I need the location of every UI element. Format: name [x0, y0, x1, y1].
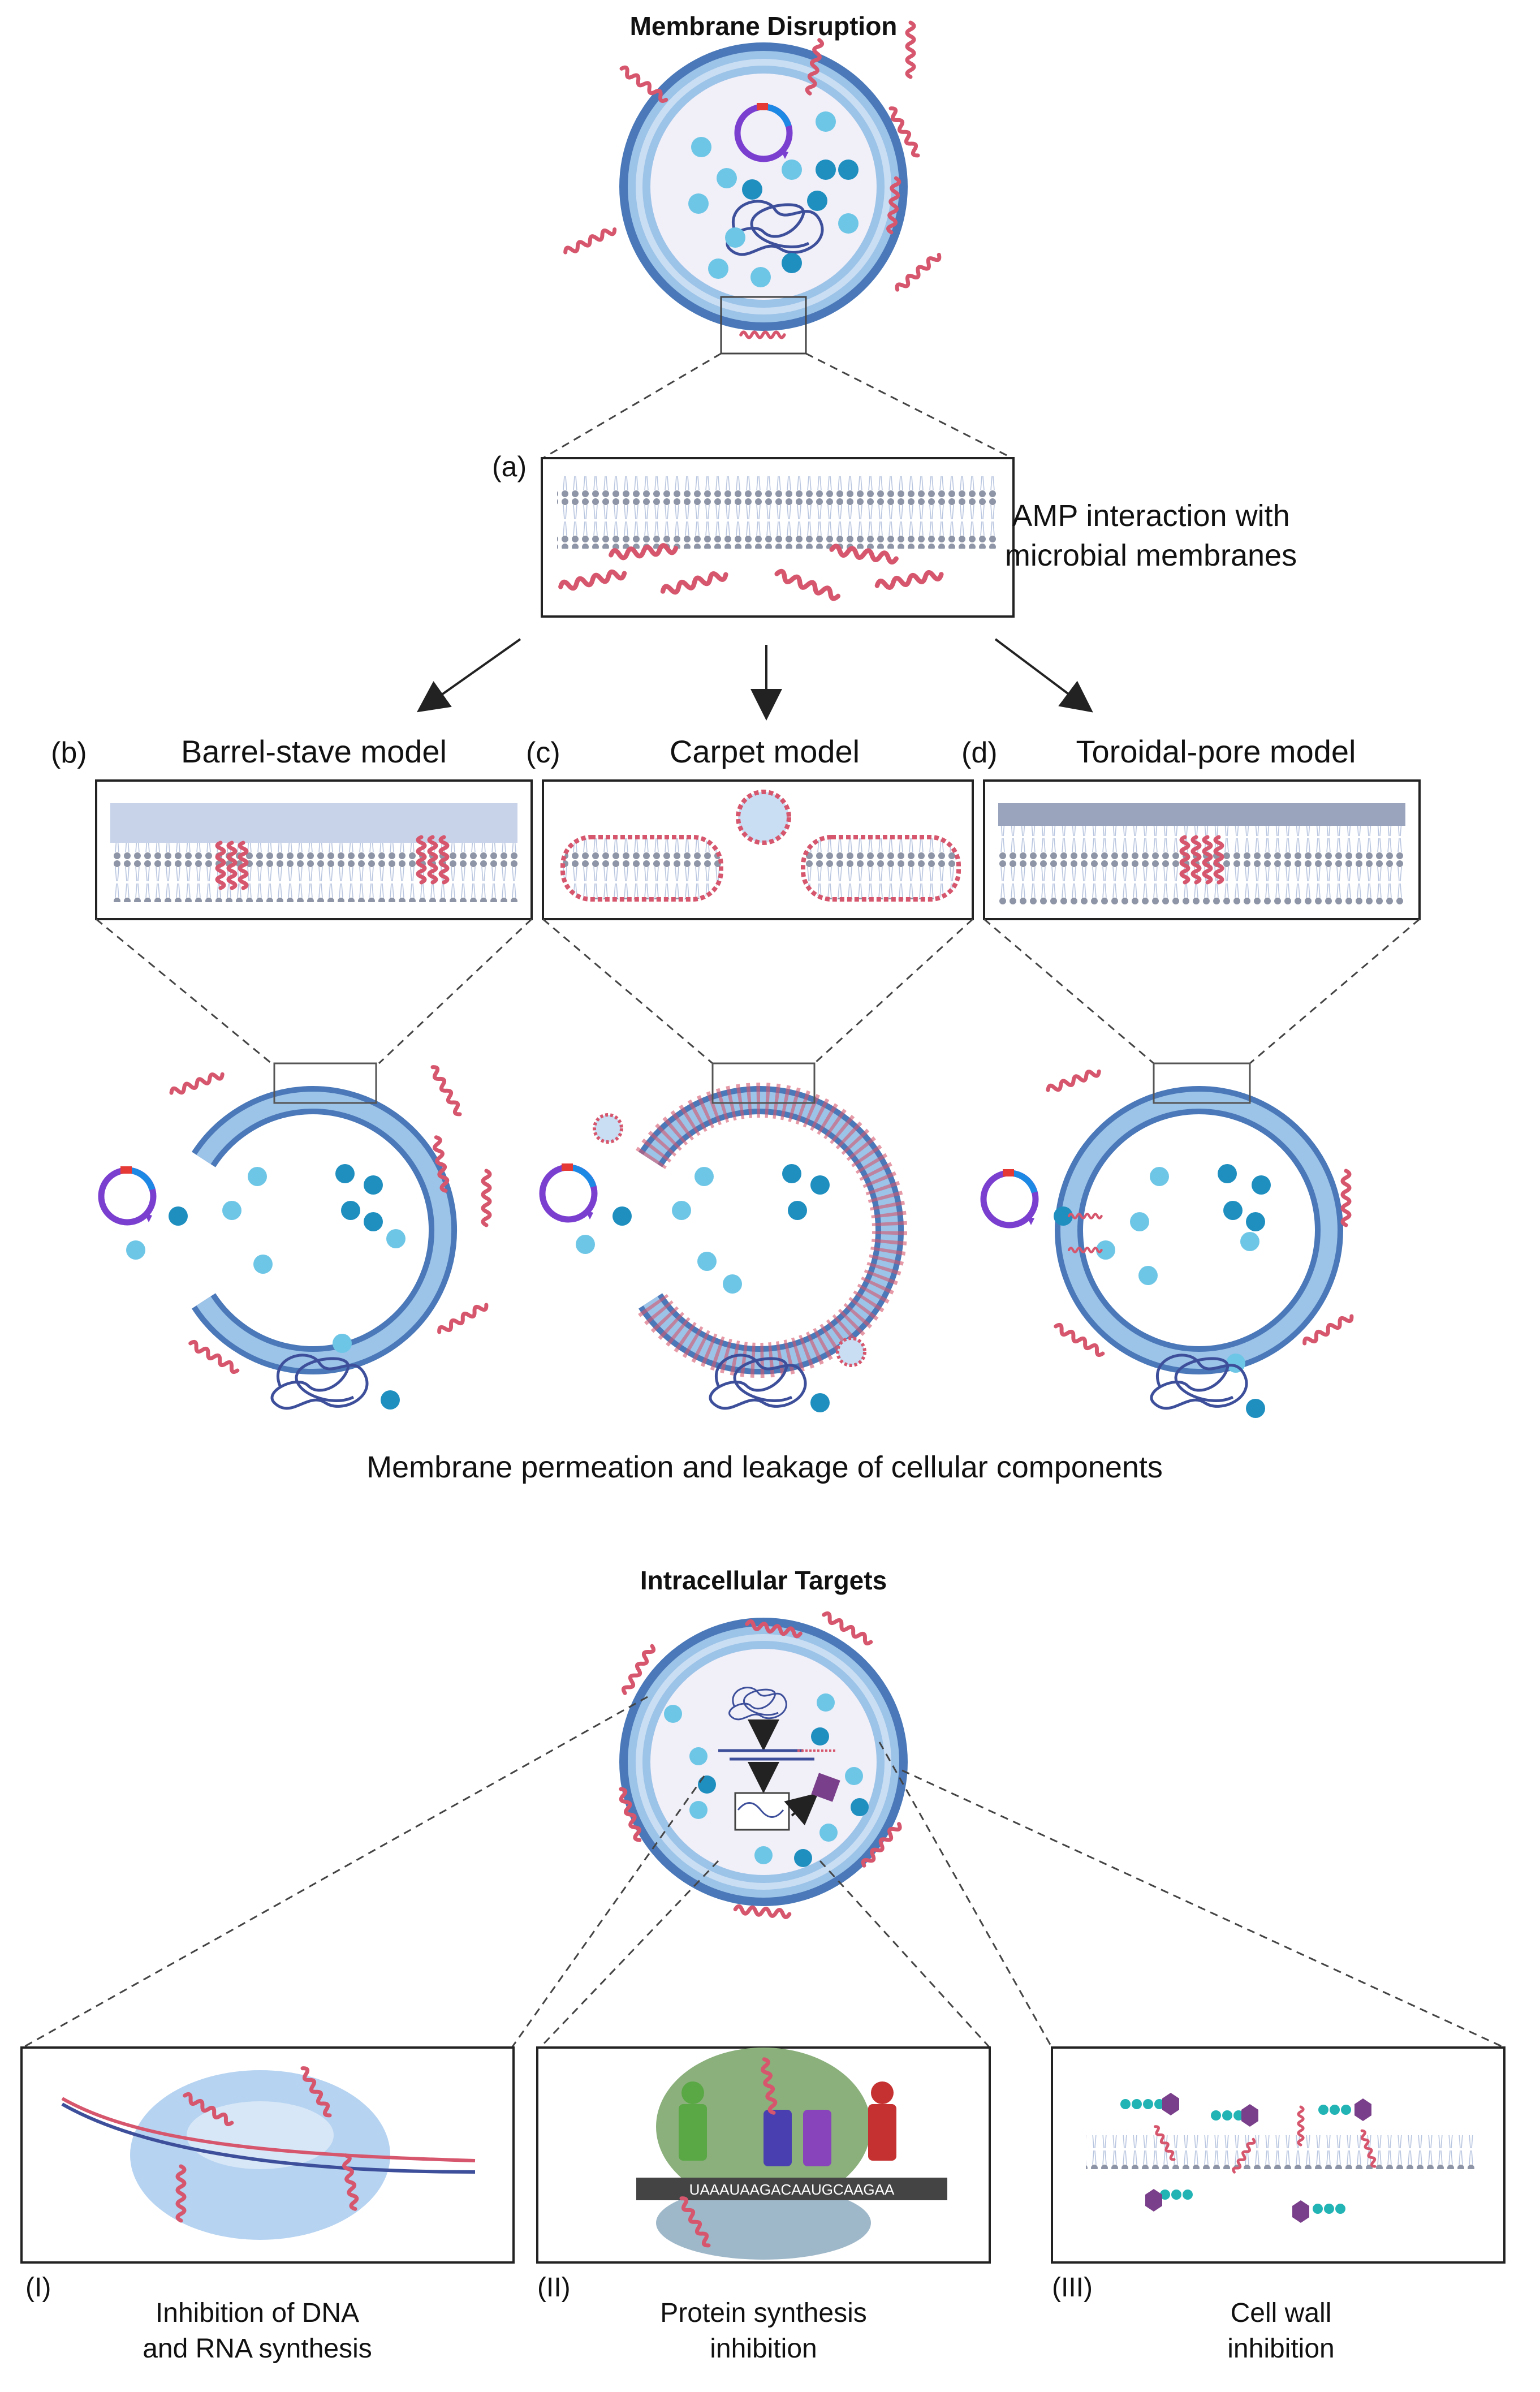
- intracellular-targets-title: Intracellular Targets: [640, 1566, 887, 1595]
- target-III-line2: inhibition: [1227, 2334, 1334, 2364]
- target-II-line2: inhibition: [710, 2334, 817, 2364]
- target-I-line1: Inhibition of DNA: [156, 2298, 359, 2328]
- carpet-panel: [542, 779, 974, 920]
- leakage-caption: Membrane permeation and leakage of cellu…: [366, 1450, 1163, 1484]
- label-b: (b): [51, 736, 87, 769]
- title-toroidal-pore: Toroidal-pore model: [1076, 734, 1356, 769]
- zoom-box: [720, 296, 807, 355]
- arrow-to-b: [416, 638, 521, 713]
- target-III-line1: Cell wall: [1231, 2298, 1332, 2328]
- carpet-cell: [542, 1062, 908, 1412]
- toroidal-pore-panel: [983, 779, 1421, 920]
- label-III: (III): [1052, 2273, 1093, 2303]
- codon-strip: UAAAUAAGACAAUGCAAGAA: [689, 2181, 895, 2198]
- label-c: (c): [526, 736, 560, 769]
- target-I-line2: and RNA synthesis: [143, 2334, 372, 2364]
- cell-wall-panel: [1051, 2046, 1506, 2264]
- toroidal-pore-cell: [983, 1062, 1353, 1418]
- peptide-icon: [620, 66, 668, 102]
- interaction-caption-1: AMP interaction with: [1012, 499, 1289, 533]
- label-I: (I): [25, 2273, 51, 2303]
- target-II-line1: Protein synthesis: [660, 2298, 867, 2328]
- target-cell: [618, 1612, 908, 1917]
- label-a: (a): [492, 451, 527, 482]
- label-d: (d): [961, 736, 998, 769]
- arrow-to-d: [994, 638, 1093, 713]
- barrel-stave-panel: [95, 779, 533, 920]
- title-carpet: Carpet model: [670, 734, 860, 769]
- intact-cell: [564, 23, 941, 355]
- membrane-disruption-title: Membrane Disruption: [630, 11, 898, 41]
- label-II: (II): [537, 2273, 571, 2303]
- title-barrel-stave: Barrel-stave model: [181, 734, 447, 769]
- interaction-caption-2: microbial membranes: [1005, 538, 1297, 572]
- barrel-stave-cell: [101, 1062, 490, 1410]
- dna-rna-synthesis-panel: [20, 2046, 515, 2264]
- interaction-panel: [541, 457, 1015, 618]
- protein-synthesis-panel: UAAAUAAGACAAUGCAAGAA: [536, 2046, 991, 2264]
